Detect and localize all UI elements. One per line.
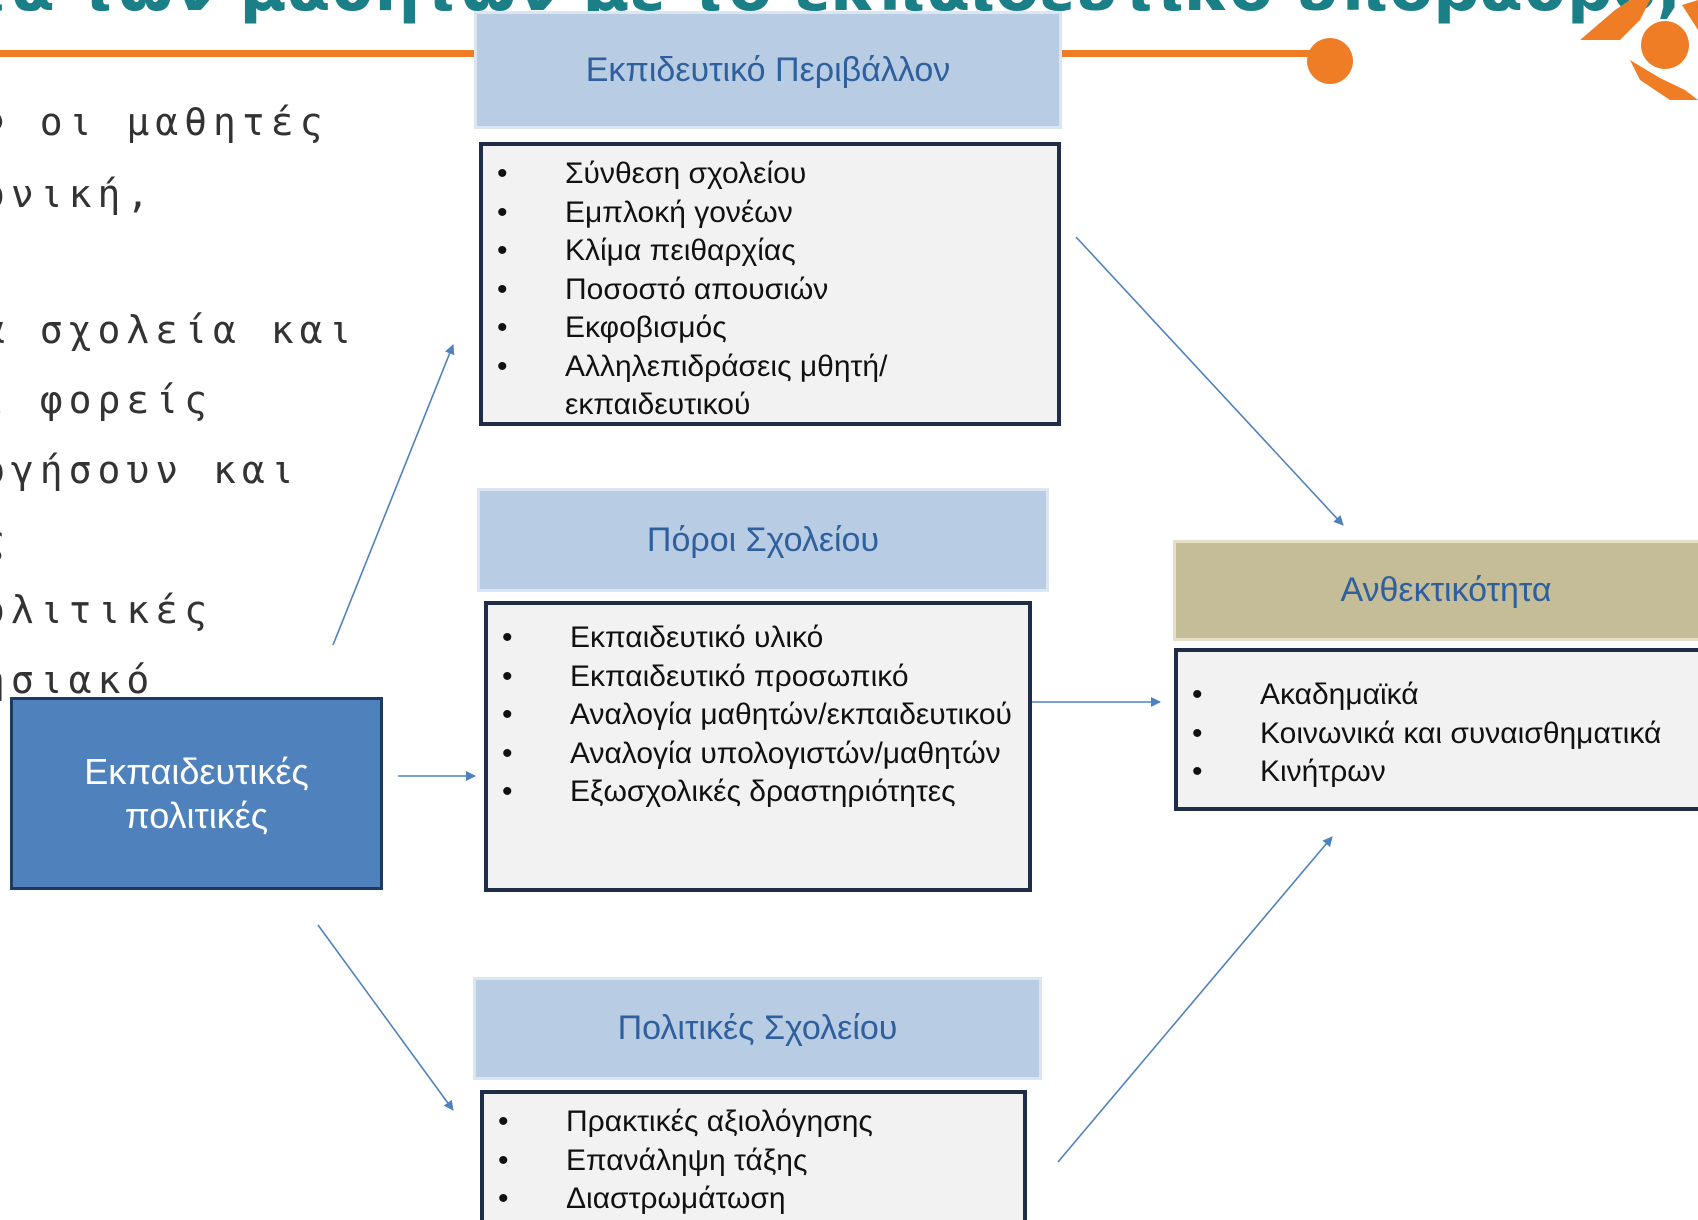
list-item: Πρακτικές αξιολόγησης xyxy=(484,1103,1015,1142)
resilience-header: Ανθεκτικότητα xyxy=(1176,543,1698,638)
resilience-header-label: Ανθεκτικότητα xyxy=(1340,571,1552,609)
list-item: Κινήτρων xyxy=(1178,753,1698,792)
list-item: Επανάληψη τάξης xyxy=(484,1142,1015,1181)
arrow-school-policies-to-outcome xyxy=(1057,836,1333,1163)
list-item: Αλληλεπιδράσεις μθητή/ εκπαιδευτικού xyxy=(483,348,1049,425)
school-policies-header: Πολιτικές Σχολείου xyxy=(476,980,1039,1077)
list-item: Ποσοστό απουσιών xyxy=(483,271,1049,310)
list-item: Εξωσχολικές δραστηριότητες xyxy=(488,773,1020,812)
environment-header: Εκπιδευτικό Περιβάλλον xyxy=(477,14,1059,126)
environment-factors-list: Σύνθεση σχολείου Εμπλοκή γονέων Κλίμα πε… xyxy=(479,142,1061,426)
resources-header: Πόροι Σχολείου xyxy=(480,491,1046,589)
arrow-policy-to-school-policies xyxy=(317,924,454,1111)
list-item: Εμπλοκή γονέων xyxy=(483,194,1049,233)
list-item: Εκπαιδευτικό υλικό xyxy=(488,619,1020,658)
resilience-outcomes-list: Ακαδημαϊκά Κοινωνικά και συναισθηματικά … xyxy=(1174,648,1698,811)
background-text-line: ι φορείς xyxy=(0,378,214,422)
list-item: Διαστρωμάτωση xyxy=(484,1180,1015,1219)
list-item: Εκφοβισμός xyxy=(483,309,1049,348)
background-text-line: ργήσουν και xyxy=(0,448,300,492)
list-item: Κοινωνικά και συναισθηματικά xyxy=(1178,715,1698,754)
background-text-line: ν οι μαθητές xyxy=(0,100,329,144)
background-text-line: ολιτικές xyxy=(0,588,214,632)
resources-factors-list: Εκπαιδευτικό υλικό Εκπαιδευτικό προσωπικ… xyxy=(484,601,1032,892)
arrow-environment-to-outcome xyxy=(1075,236,1344,526)
background-text-line: ησιακό xyxy=(0,658,156,702)
list-item: Αναλογία μαθητών/εκπαιδευτικού xyxy=(488,696,1020,735)
background-text-line: ονική, xyxy=(0,172,156,216)
background-text-line: ς xyxy=(0,518,11,562)
educational-policies-box: Εκπαιδευτικές πολιτικές xyxy=(10,697,383,890)
list-item: Αναλογία υπολογιστών/μαθητών xyxy=(488,735,1020,774)
list-item: Εκπαιδευτικό προσωπικό xyxy=(488,658,1020,697)
list-item: Ακαδημαϊκά xyxy=(1178,676,1698,715)
arrow-policy-to-environment xyxy=(332,344,455,646)
orange-splash-logo-icon xyxy=(1580,0,1698,100)
educational-policies-label: Εκπαιδευτικές πολιτικές xyxy=(84,750,309,836)
title-underline-dot xyxy=(1307,38,1353,84)
school-policies-factors-list: Πρακτικές αξιολόγησης Επανάληψη τάξης Δι… xyxy=(480,1090,1027,1220)
resources-header-label: Πόροι Σχολείου xyxy=(646,520,880,559)
list-item: Κλίμα πειθαρχίας xyxy=(483,232,1049,271)
school-policies-header-label: Πολιτικές Σχολείου xyxy=(617,1009,898,1047)
background-text-line: α σχολεία και xyxy=(0,308,358,352)
list-item: Σύνθεση σχολείου xyxy=(483,155,1049,194)
environment-header-label: Εκπιδευτικό Περιβάλλον xyxy=(585,50,951,89)
